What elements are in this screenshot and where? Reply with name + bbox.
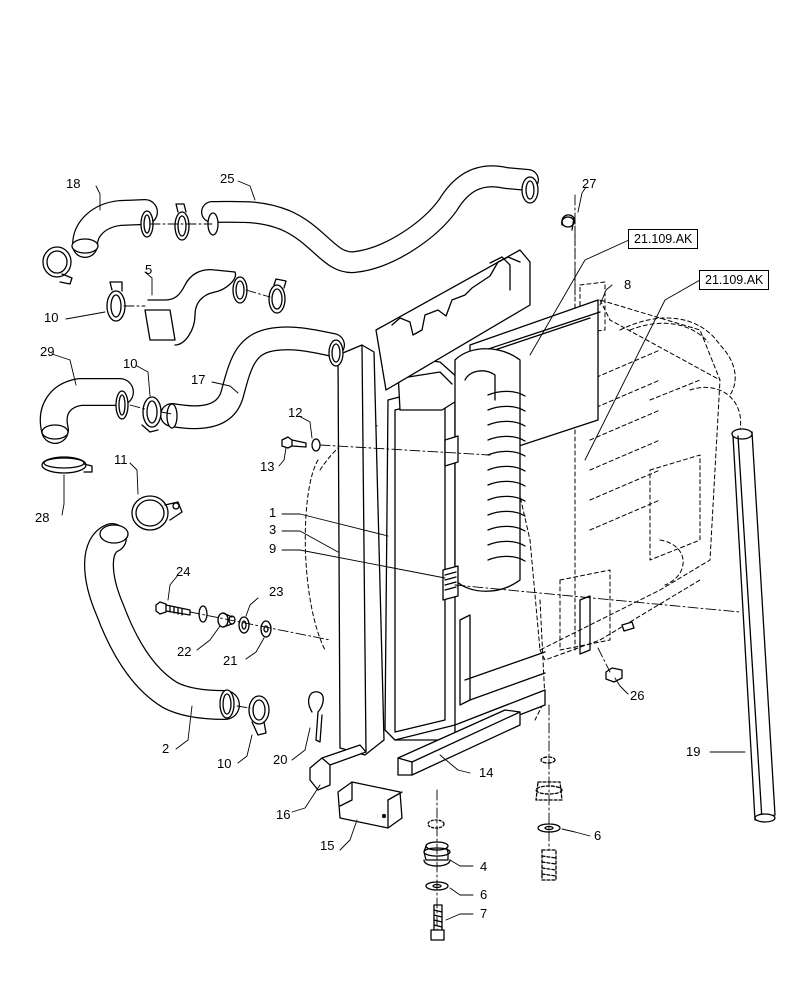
- retaining-pin: [308, 691, 324, 743]
- seal-strip: [731, 428, 776, 823]
- callout-3: 3: [269, 522, 277, 537]
- bottom-rail-left: [309, 744, 367, 791]
- section-reference-upper[interactable]: 21.109.AK: [628, 229, 699, 249]
- callout-29: 29: [40, 344, 55, 359]
- isolator-mount-left: [423, 819, 451, 941]
- leader-lines: [51, 180, 746, 921]
- callout-6-right: 6: [594, 828, 602, 843]
- callout-17: 17: [191, 372, 206, 387]
- hose-29: [39, 378, 134, 444]
- callout-24: 24: [176, 564, 191, 579]
- washer-12: [311, 438, 321, 452]
- callout-1: 1: [269, 505, 277, 520]
- callout-20: 20: [273, 752, 288, 767]
- callout-10-bottom: 10: [217, 756, 232, 771]
- spacer-22: [217, 612, 236, 628]
- hose-clamp-10-right: [268, 278, 287, 314]
- bolt-head: [621, 621, 635, 632]
- callout-2: 2: [162, 741, 170, 756]
- callout-10-mid: 10: [123, 356, 138, 371]
- bottom-rail-right: [397, 709, 521, 776]
- hose-5: [144, 269, 248, 346]
- hose-clamp-top: [174, 203, 190, 241]
- hose-17: [160, 326, 345, 430]
- hose-clamp-10-left: [106, 281, 126, 322]
- callout-22: 22: [177, 644, 192, 659]
- callout-8: 8: [624, 277, 632, 292]
- callout-12: 12: [288, 405, 303, 420]
- callout-11: 11: [114, 452, 128, 467]
- callout-4: 4: [480, 859, 488, 874]
- callout-7: 7: [480, 906, 488, 921]
- washer-21: [260, 620, 272, 638]
- callout-21: 21: [223, 653, 238, 668]
- callout-19: 19: [686, 744, 701, 759]
- hose-18: [71, 199, 158, 258]
- hose-clamp-11: [131, 495, 183, 531]
- callout-14: 14: [479, 765, 494, 780]
- hose-2: [84, 523, 240, 720]
- callout-23: 23: [269, 584, 284, 599]
- hose-clamp-10-mid: [141, 396, 162, 433]
- callout-13: 13: [260, 459, 275, 474]
- callout-9: 9: [269, 541, 277, 556]
- callout-26: 26: [630, 688, 645, 703]
- clip-27: [561, 214, 575, 231]
- callout-5: 5: [145, 262, 153, 277]
- side-plate: [337, 344, 385, 756]
- intercooler-fins: [454, 348, 526, 592]
- grommet-23: [238, 616, 250, 634]
- bolt-24: [155, 601, 191, 616]
- callout-25: 25: [220, 171, 235, 186]
- hose-clamp-top-left: [42, 246, 73, 285]
- callout-15: 15: [320, 838, 335, 853]
- assembly-center-lines: [123, 194, 741, 931]
- hose-clamp-10-bottom: [248, 695, 270, 736]
- section-reference-lower[interactable]: 21.109.AK: [699, 270, 770, 290]
- callout-18: 18: [66, 176, 81, 191]
- hose-clamp-28: [41, 456, 93, 474]
- callout-27: 27: [582, 176, 597, 191]
- callout-28: 28: [35, 510, 50, 525]
- hose-25: [201, 165, 539, 274]
- side-plate-edge: [361, 344, 367, 753]
- callout-6-left: 6: [480, 887, 488, 902]
- callout-10-top: 10: [44, 310, 59, 325]
- bracket: [442, 435, 459, 601]
- bolt-26: [605, 667, 623, 683]
- callout-16: 16: [276, 807, 291, 822]
- mounting-block: [337, 781, 403, 829]
- bolt-13: [281, 436, 307, 449]
